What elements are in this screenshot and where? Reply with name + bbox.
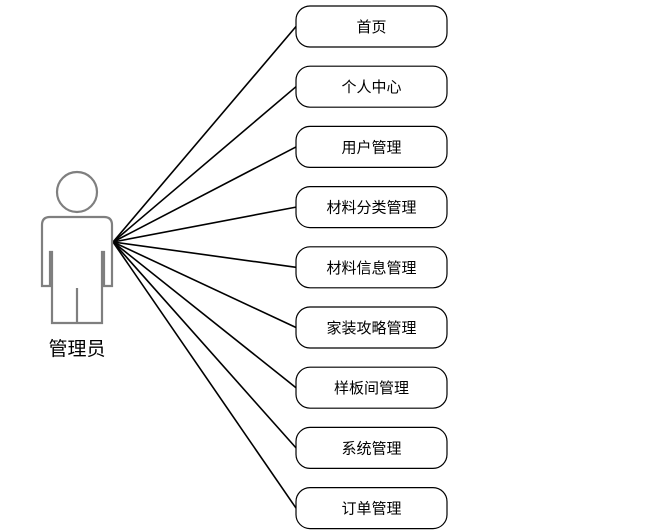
use-case-box [295,65,448,108]
use-case-personal-center: 个人中心 [295,65,448,108]
actor-label: 管理员 [48,338,105,360]
association-lines [112,25,297,509]
use-case-order-management: 订单管理 [295,487,448,530]
use-case-box [295,186,448,229]
admin-actor: 管理员 [40,170,114,360]
use-case-material-category-management: 材料分类管理 [295,186,448,229]
association-line-home [112,25,297,243]
use-case-box [295,366,448,409]
use-case-system-management: 系统管理 [295,426,448,469]
use-case-label: 系统管理 [341,439,401,457]
use-case-home: 首页 [295,5,448,48]
use-case-material-info-management: 材料信息管理 [295,246,448,289]
use-case-decoration-guide-management: 家装攻略管理 [295,306,448,349]
use-case-box [295,246,448,289]
use-case-box [295,5,448,48]
use-case-showroom-management: 样板间管理 [295,366,448,409]
user-icon [40,170,114,325]
association-line-showroom-management [112,241,297,389]
association-line-material-category-management [112,206,297,243]
use-case-label: 个人中心 [341,78,401,96]
use-case-label: 材料信息管理 [326,259,416,277]
association-line-user-management [112,146,297,243]
use-case-box [295,426,448,469]
use-case-box [295,487,448,530]
association-line-material-info-management [112,241,297,269]
association-line-order-management [112,241,297,509]
use-case-label: 首页 [356,18,386,36]
use-case-label: 材料分类管理 [326,199,416,217]
use-case-label: 用户管理 [341,138,401,156]
use-case-box [295,306,448,349]
use-case-label: 样板间管理 [334,379,409,397]
association-line-personal-center [112,86,297,243]
use-case-user-management: 用户管理 [295,125,448,169]
use-case-label: 家装攻略管理 [326,319,416,337]
use-case-box [295,125,448,169]
use-case-list: 首页个人中心用户管理材料分类管理材料信息管理家装攻略管理样板间管理系统管理订单管… [295,5,448,530]
association-line-system-management [112,241,297,449]
association-line-decoration-guide-management [112,241,297,329]
use-case-label: 订单管理 [341,500,401,518]
